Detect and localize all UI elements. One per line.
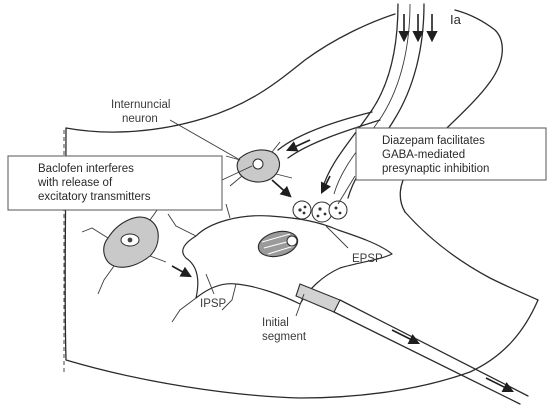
dorsal-horn-outline [66, 14, 395, 132]
motor-neuron-nucleolus [287, 236, 297, 246]
diazepam-label-line2: GABA-mediated [382, 149, 465, 161]
pointer-diazepam [338, 176, 355, 204]
motor-axon-upper [340, 300, 528, 396]
pointer-internuncial [170, 120, 240, 160]
internuncial-label-line2: neuron [122, 113, 158, 125]
motor-axon-lower [334, 312, 520, 404]
interneuron-arrow [272, 180, 290, 196]
motor-neuron-dendrite-2 [172, 298, 196, 322]
motor-neuron-dendrite-3 [226, 204, 230, 218]
internuncial-neuron-nucleus [253, 159, 263, 169]
presynaptic-terminal-cluster [293, 201, 347, 222]
diazepam-label-line1: Diazepam facilitates [382, 135, 485, 147]
epsp-label: EPSP [352, 253, 383, 265]
internuncial-label-line1: Internuncial [111, 99, 170, 111]
baclofen-label-line1: Baclofen interferes [38, 163, 134, 175]
inhibitory-arrow [172, 266, 190, 276]
dorsal-root-upper-outline [400, 10, 502, 212]
ipsp-label: IPSP [200, 298, 227, 310]
baclofen-label-line3: excitatory transmitters [38, 191, 151, 203]
baclofen-label-line2: with release of [37, 177, 113, 189]
inhibitory-neuron-nucleolus [128, 238, 133, 243]
axon-arrow-1 [392, 330, 418, 343]
diazepam-label-line3: presynaptic inhibition [382, 163, 489, 175]
motor-neuron-dendrite-1 [168, 214, 196, 236]
initial-label-line2: segment [262, 331, 307, 343]
ia-label: Ia [450, 12, 462, 27]
ventral-horn-outline [405, 212, 538, 300]
initial-label-line1: Initial [262, 317, 289, 329]
